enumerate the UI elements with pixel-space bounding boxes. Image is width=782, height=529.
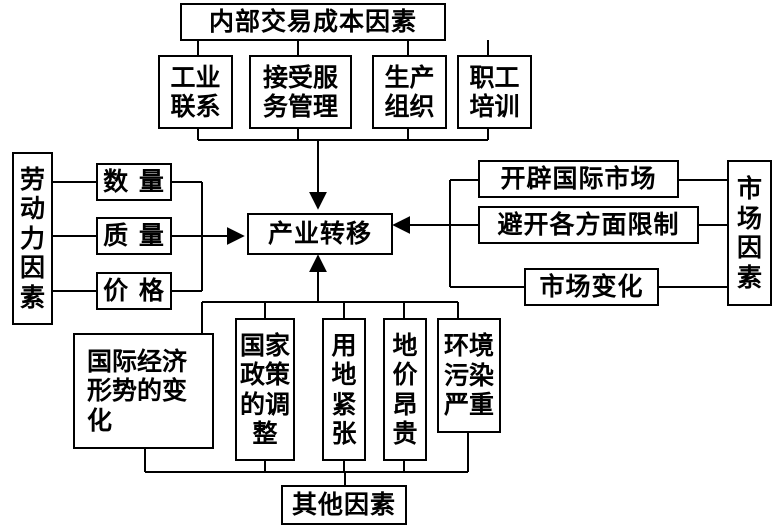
other-item-national-policy: 国家 政策 的调 整 [235, 318, 295, 461]
market-item-open-international-market: 开辟国际市场 [478, 160, 679, 198]
labor-item-quantity: 数 量 [96, 163, 172, 201]
other-item-environment-pollution: 环境 污染 严重 [437, 318, 501, 433]
internal-item-staff-training: 职工 培训 [457, 55, 532, 129]
other-item-international-economy: 国际经济 形势的变 化 [73, 333, 214, 449]
industry-transfer-center: 产业转移 [247, 213, 393, 255]
labor-item-quality: 质 量 [96, 217, 172, 255]
market-item-avoid-restrictions: 避开各方面限制 [478, 206, 699, 244]
internal-item-service-management: 接受服 务管理 [249, 55, 352, 129]
labor-factors-title: 劳 动 力 因 素 [12, 152, 53, 325]
internal-factors-title: 内部交易成本因素 [180, 3, 446, 41]
other-item-land-price-high: 地 价 昂 贵 [383, 318, 427, 461]
market-item-market-change: 市场变化 [524, 268, 659, 306]
internal-item-production-organization: 生产 组织 [372, 55, 447, 129]
market-factors-title: 市 场 因 素 [727, 160, 772, 306]
internal-item-industrial-links: 工业 联系 [158, 55, 233, 129]
labor-item-price: 价 格 [96, 272, 172, 310]
other-item-land-shortage: 用 地 紧 张 [322, 318, 366, 461]
other-factors-title: 其他因素 [281, 485, 407, 525]
